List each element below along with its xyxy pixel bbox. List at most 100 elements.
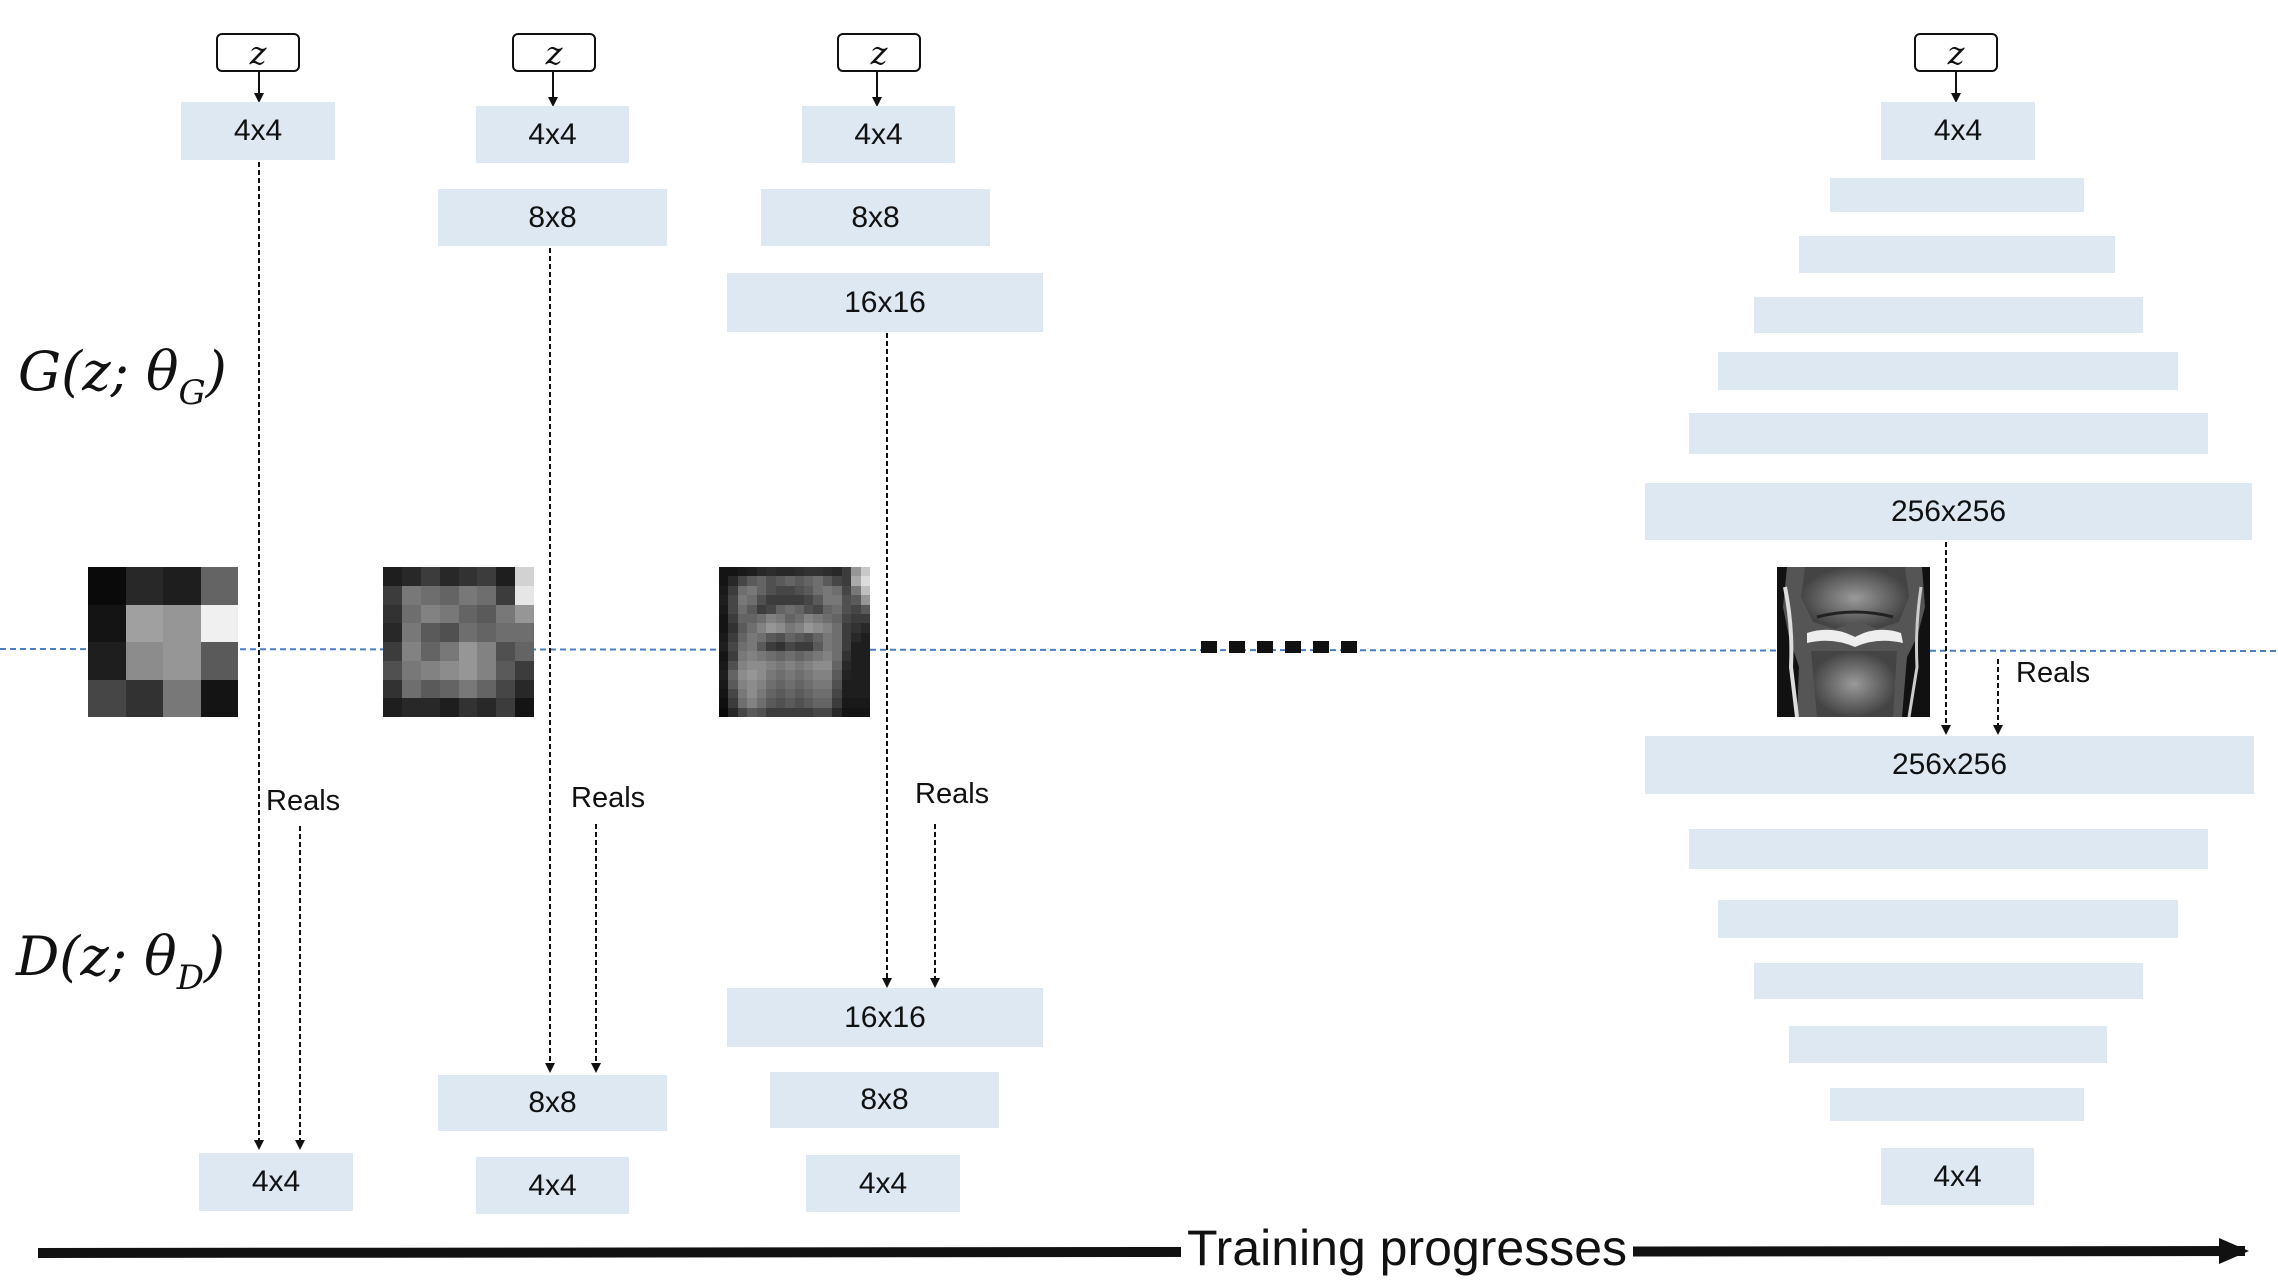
image-pixel	[775, 651, 786, 661]
image-pixel	[125, 604, 163, 642]
discriminator-layer-block: 8x8	[438, 1075, 667, 1131]
image-pixel	[747, 623, 757, 633]
image-pixel	[803, 670, 814, 680]
image-pixel	[832, 698, 842, 708]
image-pixel	[719, 688, 729, 699]
image-pixel	[822, 632, 833, 642]
training-arrow	[37, 1238, 2249, 1265]
image-pixel	[420, 698, 440, 717]
image-pixel	[822, 623, 833, 633]
image-pixel	[200, 604, 238, 642]
image-pixel	[719, 576, 729, 586]
image-pixel	[728, 679, 738, 689]
image-pixel	[737, 651, 748, 661]
image-pixel	[851, 585, 861, 596]
image-pixel	[794, 632, 804, 642]
image-pixel	[813, 623, 823, 633]
image-pixel	[832, 623, 842, 633]
image-pixel	[860, 688, 870, 699]
image-pixel	[794, 585, 804, 596]
image-pixel	[458, 623, 478, 642]
generator-layer-block: 16x16	[727, 273, 1043, 332]
image-pixel	[163, 642, 201, 680]
image-pixel	[860, 670, 870, 680]
discriminator-symbol: D	[16, 925, 60, 988]
image-pixel	[775, 679, 786, 689]
image-pixel	[794, 623, 804, 633]
image-pixel	[477, 604, 497, 624]
image-pixel	[822, 576, 833, 586]
image-pixel	[832, 595, 842, 605]
image-pixel	[822, 670, 833, 680]
image-pixel	[88, 679, 126, 717]
generator-args: (z; θ	[61, 340, 179, 403]
image-pixel	[785, 576, 795, 586]
image-pixel	[775, 604, 786, 614]
image-pixel	[737, 707, 748, 717]
image-pixel	[728, 604, 738, 614]
image-pixel	[775, 576, 786, 586]
image-pixel	[766, 623, 776, 633]
image-pixel	[841, 670, 852, 680]
reals-label: Reals	[266, 785, 341, 817]
image-pixel	[860, 679, 870, 689]
image-pixel	[860, 613, 870, 624]
image-pixel	[841, 660, 852, 671]
image-pixel	[477, 679, 497, 699]
image-pixel	[477, 698, 497, 717]
image-pixel	[832, 642, 842, 652]
image-pixel	[803, 651, 814, 661]
image-pixel	[737, 660, 748, 671]
image-pixel	[841, 576, 852, 586]
image-pixel	[747, 613, 757, 624]
image-pixel	[439, 660, 459, 680]
image-pixel	[822, 642, 833, 652]
image-pixel	[803, 660, 814, 671]
image-pixel	[766, 698, 776, 708]
image-pixel	[728, 688, 738, 699]
image-pixel	[841, 679, 852, 689]
image-pixel	[458, 585, 478, 605]
image-pixel	[832, 613, 842, 624]
image-pixel	[851, 595, 861, 605]
discriminator-layer-block	[1754, 963, 2143, 999]
image-pixel	[785, 707, 795, 717]
image-pixel	[803, 613, 814, 624]
generator-layer-block: 4x4	[181, 102, 335, 160]
image-pixel	[719, 585, 729, 596]
image-pixel	[719, 613, 729, 624]
discriminator-layer-block	[1718, 900, 2178, 938]
image-pixel	[737, 576, 748, 586]
image-pixel	[822, 688, 833, 699]
generator-symbol: G	[18, 340, 62, 403]
image-pixel	[775, 670, 786, 680]
image-pixel	[439, 585, 459, 605]
generator-layer-block: 4x4	[476, 106, 629, 163]
image-pixel	[766, 604, 776, 614]
image-pixel	[477, 642, 497, 661]
image-pixel	[785, 698, 795, 708]
image-pixel	[841, 604, 852, 614]
image-pixel	[125, 567, 163, 605]
image-pixel	[785, 670, 795, 680]
image-pixel	[851, 698, 861, 708]
image-pixel	[832, 604, 842, 614]
image-pixel	[401, 679, 421, 699]
image-pixel	[737, 679, 748, 689]
training-progress-label: Training progresses	[1181, 1219, 1634, 1277]
image-pixel	[401, 642, 421, 661]
image-pixel	[860, 707, 870, 717]
discriminator-layer-block: 256x256	[1645, 736, 2254, 794]
image-pixel	[803, 679, 814, 689]
image-pixel	[515, 642, 534, 661]
image-pixel	[200, 567, 238, 605]
image-pixel	[803, 567, 814, 577]
image-pixel	[822, 698, 833, 708]
image-pixel	[766, 707, 776, 717]
generator-layer-block: 4x4	[802, 106, 955, 163]
image-pixel	[756, 613, 767, 624]
image-pixel	[719, 698, 729, 708]
image-pixel	[813, 642, 823, 652]
discriminator-layer-block: 4x4	[1881, 1148, 2034, 1205]
image-pixel	[794, 651, 804, 661]
